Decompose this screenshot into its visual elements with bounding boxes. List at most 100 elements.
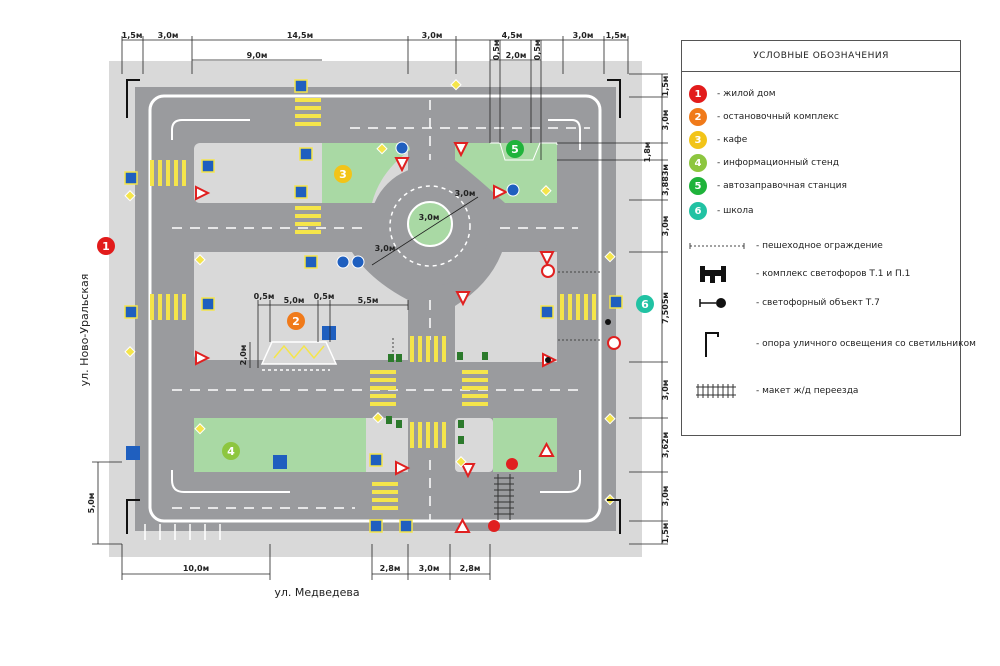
dim-inner: 3,0м	[375, 244, 396, 253]
roundabout-sign-icon	[336, 255, 350, 269]
legend-item-traffic-light-t7: - светофорный объект Т.7	[682, 293, 880, 313]
legend-label: - кафе	[717, 135, 748, 145]
legend-label: - светофорный объект Т.7	[756, 298, 880, 308]
legend-label: - автозаправочная станция	[717, 181, 847, 191]
legend-item-cafe: 3 - кафе	[682, 130, 747, 150]
zone-2-marker	[287, 312, 305, 330]
pedestrian-fences	[392, 271, 602, 360]
zone-1-number: 1	[102, 240, 110, 253]
no-entry-sign-icon	[488, 520, 500, 532]
crosswalk-sign-icon	[299, 147, 313, 161]
yield-sign-icon	[394, 157, 410, 173]
dim-bottom: 3,0м	[419, 564, 440, 573]
crosswalk-sign-icon	[124, 171, 138, 185]
speed-limit-sign-icon	[541, 264, 555, 278]
zone-markers: 1 2 3 4 5 6	[97, 140, 654, 460]
roundabout-sign-icon	[351, 255, 365, 269]
dim-top: 14,5м	[287, 31, 313, 40]
yield-sign-icon	[395, 460, 411, 476]
legend-label: - жилой дом	[717, 89, 776, 99]
legend-item-street-lamp: - опора уличного освещения со светильник…	[682, 329, 976, 359]
dim-inner: 3,0м	[455, 189, 476, 198]
gas-station-area	[455, 143, 557, 203]
perimeter-sidewalk	[109, 61, 642, 557]
yield-sign-icon	[455, 291, 471, 307]
dim-top: 1,5м	[606, 31, 627, 40]
dim-left: 5,0м	[87, 493, 96, 514]
dim-top: 0,5м	[533, 40, 542, 61]
pedestrian-fence-icon	[689, 243, 745, 249]
legend-label: - опора уличного освещения со светильник…	[756, 339, 976, 349]
block-middle-right	[455, 252, 557, 362]
legend-marker: 4	[689, 154, 707, 172]
warning-sign-icon	[538, 441, 555, 457]
crosswalk-sign-icon	[304, 255, 318, 269]
dim-right: 1,5м	[661, 76, 670, 97]
dim-bottom: 2,8м	[380, 564, 401, 573]
traffic-light-complexes	[386, 352, 488, 444]
dim-right: 3,883м	[661, 164, 670, 196]
dim-top: 4,5м	[502, 31, 523, 40]
dim-right: 3,0м	[661, 380, 670, 401]
legend-item-railway-crossing: - макет ж/д переезда	[682, 381, 858, 401]
dim-top: 2,0м	[506, 51, 527, 60]
dim-top: 3,0м	[158, 31, 179, 40]
traffic-light-complex-icon	[700, 266, 726, 283]
dim-top: 0,5м	[492, 40, 501, 61]
traffic-light-t7-icon	[605, 319, 611, 325]
railway-crossing-icon	[696, 384, 736, 398]
zone-3-number: 3	[339, 168, 347, 181]
dim-right: 7,505м	[661, 292, 670, 324]
yield-sign-icon	[195, 350, 211, 366]
parking-sign-icon	[126, 446, 140, 460]
bus-stop-sign-icon	[322, 326, 336, 340]
legend-item-info-stand: 4 - информационный стенд	[682, 153, 839, 173]
legend-marker: 6	[689, 202, 707, 220]
roundabout-sign-icon	[395, 141, 409, 155]
traffic-light-t7-icon	[699, 298, 726, 308]
legend-label: - остановочный комплекс	[717, 112, 839, 122]
legend-label: - комплекс светофоров Т.1 и П.1	[756, 269, 911, 279]
dim-inner: 0,5м	[314, 292, 335, 301]
zone-5-number: 5	[511, 143, 519, 156]
speed-limit-sign-icon	[607, 336, 621, 350]
crosswalk-sign-icon	[609, 295, 623, 309]
zone-4-number: 4	[227, 445, 235, 458]
dim-bottom: 2,8м	[460, 564, 481, 573]
street-name-bottom: ул. Медведева	[274, 586, 359, 599]
pedestrian-crossings	[150, 98, 596, 510]
railway-crossing	[494, 474, 514, 520]
legend-item-traffic-light-complex: - комплекс светофоров Т.1 и П.1	[682, 264, 910, 284]
roundabout-sign-icon	[506, 183, 520, 197]
legend-marker: 1	[689, 85, 707, 103]
legend-label: - макет ж/д переезда	[756, 386, 859, 396]
dimension-labels: 1,5м 3,0м 14,5м 9,0м 3,0м 0,5м 4,5м 2,0м…	[87, 31, 670, 573]
roundabout-lane	[389, 185, 471, 267]
dim-inner: 5,5м	[358, 296, 379, 305]
dim-right: 1,5м	[661, 523, 670, 544]
crosswalk-sign-icon	[124, 305, 138, 319]
traffic-light-t7-icon	[545, 357, 551, 363]
zone-6-marker	[636, 295, 654, 313]
parking-stripes	[144, 524, 221, 540]
crosswalk-sign-icon	[399, 519, 413, 533]
dim-right: 1,8м	[643, 142, 652, 163]
dim-inner: 5,0м	[284, 296, 305, 305]
legend-marker: 5	[689, 177, 707, 195]
legend-item-residential: 1 - жилой дом	[682, 84, 776, 104]
roundabout-island	[407, 201, 453, 247]
crosswalk-sign-icon	[201, 297, 215, 311]
bus-stop-shelter	[260, 341, 338, 371]
yield-sign-icon	[453, 142, 469, 158]
legend-marker: 2	[689, 108, 707, 126]
warning-sign-icon	[454, 517, 471, 533]
yield-sign-icon	[539, 251, 555, 267]
dim-inner: 2,0м	[239, 345, 248, 366]
dimension-lines	[92, 36, 668, 580]
legend-item-bus-stop: 2 - остановочный комплекс	[682, 107, 839, 127]
block-middle-left	[194, 252, 408, 360]
legend-label: - школа	[717, 206, 754, 216]
zone-3-marker	[334, 165, 352, 183]
zone-4-marker	[222, 442, 240, 460]
